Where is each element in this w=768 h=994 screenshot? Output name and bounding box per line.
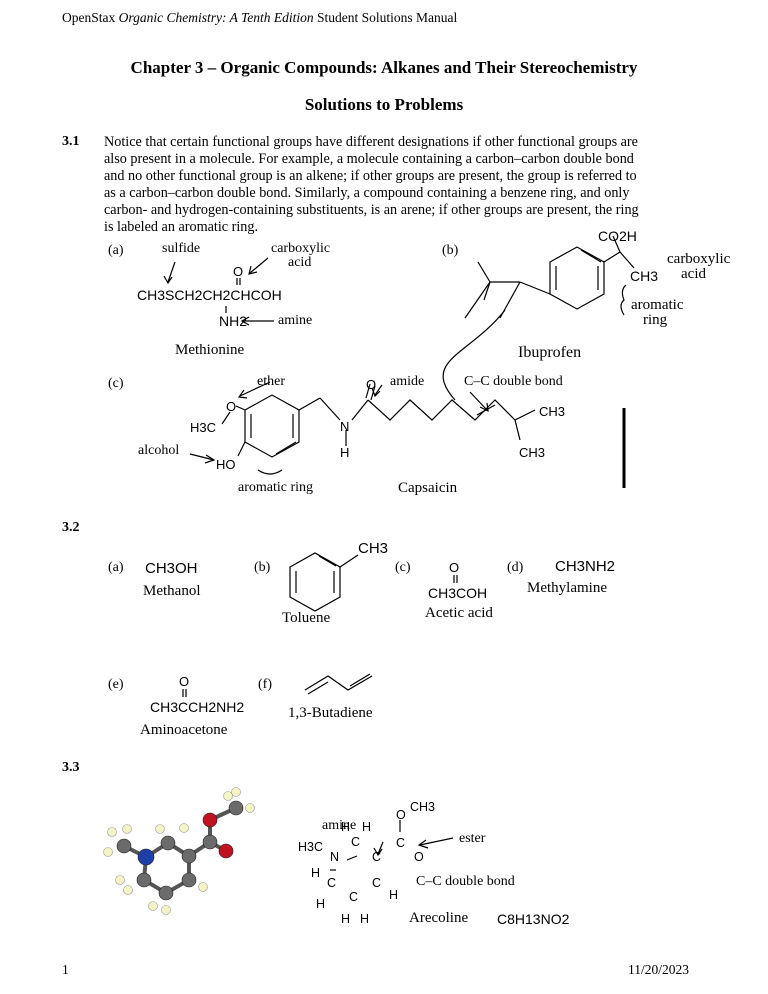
aminoacetone-o: O: [179, 674, 190, 689]
label-3-1-b: (b): [442, 243, 459, 258]
atom-n: N: [330, 850, 340, 864]
atom-h2: H: [362, 820, 372, 834]
methanol-name: Methanol: [143, 583, 201, 599]
running-header: OpenStax Organic Chemistry: A Tenth Edit…: [62, 10, 458, 25]
problem-number-3-3: 3.3: [62, 760, 80, 775]
ether-o: O: [226, 399, 237, 414]
sulfide-label: sulfide: [162, 241, 201, 256]
ring-label: ring: [643, 312, 668, 328]
atom-c1: C: [351, 835, 361, 849]
toluene-ring: [289, 552, 341, 612]
aminoacetone-formula: CH3CCH2NH2: [150, 699, 245, 715]
co2h-group: CO2H: [598, 228, 637, 244]
methionine-name: Methionine: [175, 342, 245, 358]
atom-h3: H: [311, 866, 321, 880]
toluene-ch3: CH3: [358, 540, 389, 557]
amide-h: H: [340, 445, 350, 460]
footer-date: 11/20/2023: [628, 962, 690, 977]
page-number: 1: [62, 962, 69, 977]
atom-o1: O: [396, 808, 406, 822]
toluene-name: Toluene: [282, 610, 331, 626]
carboxylic-label-b: carboxylic: [667, 251, 731, 267]
label-3-2-e: (e): [108, 677, 124, 692]
butadiene-name: 1,3-Butadiene: [288, 705, 373, 721]
amine-label: amine: [278, 313, 313, 328]
acetic-acid-name: Acetic acid: [425, 605, 493, 621]
arecoline-formula: C8H13NO2: [497, 911, 570, 927]
chapter-title: Chapter 3 – Organic Compounds: Alkanes a…: [130, 58, 638, 77]
nh2-group: NH2: [219, 313, 248, 329]
aromatic-label: aromatic: [631, 297, 684, 313]
amine-label-3-3: amine: [322, 818, 357, 833]
atom-c3: C: [372, 850, 382, 864]
amide-label: amide: [390, 374, 425, 389]
problem-3-1-text: Notice that certain functional groups ha…: [104, 134, 639, 235]
alcohol-label: alcohol: [138, 443, 180, 458]
section-title: Solutions to Problems: [304, 95, 464, 114]
atom-c5: C: [372, 876, 382, 890]
acid-label: acid: [288, 255, 312, 270]
cc-double-bond-label-3-3: C–C double bond: [416, 874, 515, 889]
ch3-lower: CH3: [519, 445, 546, 460]
problem-number-3-2: 3.2: [62, 520, 80, 535]
ho-group: HO: [216, 457, 236, 472]
aminoacetone-name: Aminoacetone: [140, 722, 228, 738]
atom-h5: H: [316, 897, 326, 911]
cc-double-bond-label: C–C double bond: [464, 374, 563, 389]
atom-h6: H: [341, 912, 351, 926]
atom-c6: C: [349, 890, 359, 904]
atom-c2: C: [396, 836, 406, 850]
atom-o2: O: [414, 850, 424, 864]
methylamine-formula: CH3NH2: [555, 558, 616, 575]
methionine-formula: CH3SCH2CH2CHCOH: [137, 287, 282, 303]
acid-label-b: acid: [681, 266, 706, 282]
label-3-1-c: (c): [108, 376, 124, 391]
label-3-2-d: (d): [507, 560, 524, 575]
label-3-2-a: (a): [108, 560, 124, 575]
ether-label: ether: [257, 374, 285, 389]
capsaicin-benzene-ring: [244, 394, 300, 458]
carboxylic-label: carboxylic: [271, 241, 331, 256]
atom-ch3: CH3: [410, 800, 436, 814]
methanol-formula: CH3OH: [145, 560, 198, 577]
label-3-1-a: (a): [108, 243, 124, 258]
atom-h7: H: [360, 912, 370, 926]
label-3-2-f: (f): [258, 677, 272, 692]
label-3-2-b: (b): [254, 560, 271, 575]
acetic-acid-formula: CH3COH: [428, 585, 488, 601]
ch3-upper: CH3: [539, 404, 566, 419]
ch3-group: CH3: [630, 268, 659, 284]
arecoline-name: Arecoline: [409, 910, 469, 926]
carbonyl-o: O: [233, 264, 244, 279]
ibuprofen-name: Ibuprofen: [518, 344, 582, 361]
amide-o: O: [366, 377, 377, 392]
amide-n: N: [340, 419, 350, 434]
capsaicin-name: Capsaicin: [398, 480, 458, 496]
aromatic-ring-label: aromatic ring: [238, 480, 314, 495]
atom-h4: H: [389, 888, 399, 902]
atom-c4: C: [327, 876, 337, 890]
ester-label: ester: [459, 831, 486, 846]
ibuprofen-benzene-ring: [549, 246, 605, 310]
problem-number-3-1: 3.1: [62, 134, 80, 149]
methylamine-name: Methylamine: [527, 580, 607, 596]
atom-h1: H: [341, 820, 351, 834]
acetic-o: O: [449, 560, 460, 575]
label-3-2-c: (c): [395, 560, 411, 575]
h3c-group: H3C: [190, 420, 217, 435]
atom-h3c: H3C: [298, 840, 324, 854]
